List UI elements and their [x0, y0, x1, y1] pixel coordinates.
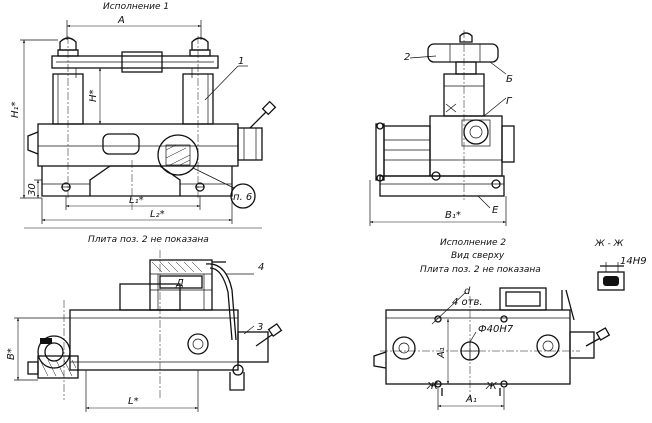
callout-position-2: 2 — [404, 52, 410, 63]
dim-a1-horizontal-label: А₁ — [465, 394, 477, 405]
dim-d-label: d — [464, 286, 471, 297]
callout-position-3: 3 — [257, 322, 263, 333]
section-zh-zh: 14Н9 — [597, 256, 647, 291]
callout-zh-left: Ж — [426, 381, 439, 392]
callout-zh-right: Ж — [485, 381, 498, 392]
callout-position-1: 1 — [238, 56, 244, 67]
caption-plate-note-2: Плита поз. 2 не показана — [420, 265, 541, 275]
caption-variant-2: Исполнение 2 — [440, 238, 506, 248]
caption-plate-note-1: Плита поз. 2 не показана — [88, 235, 209, 245]
dim-holes-label: 4 отв. — [452, 297, 483, 308]
dim-h-label: Н* — [88, 89, 99, 102]
dim-bore-label: Ф40Н7 — [478, 324, 514, 335]
callout-position-4: 4 — [258, 262, 264, 273]
view-side-variant-1: 2 Б Г Е В₁* — [369, 30, 515, 226]
dim-30-label: 30 — [27, 183, 38, 196]
caption-section: Ж - Ж — [594, 239, 624, 249]
callout-g: Г — [506, 96, 513, 107]
dim-l2-label: L₂* — [150, 209, 165, 220]
view-front-variant-1: А — [10, 15, 277, 229]
dim-a-label: А — [117, 15, 125, 26]
caption-top-view: Вид сверху — [451, 251, 505, 261]
callout-ref-p6: п. 6 — [233, 192, 252, 203]
dim-l-label: L* — [128, 396, 139, 407]
dim-b-label: В* — [6, 348, 17, 360]
dim-h1-label: Н₁* — [10, 101, 21, 118]
view-plan-left: Д В* — [6, 250, 283, 412]
dim-fit-label: 14Н9 — [620, 256, 647, 267]
view-plan-variant-2: Ж Ж d 4 отв. Ф40Н7 А₁ А₁ — [373, 286, 611, 410]
caption-variant-1: Исполнение 1 — [103, 2, 169, 12]
dim-a1-vertical-label: А₁ — [436, 347, 447, 359]
dim-l1-label: L₁* — [129, 195, 144, 206]
callout-b: Б — [506, 74, 513, 85]
callout-e: Е — [492, 205, 499, 216]
dim-b1-label: В₁* — [445, 210, 461, 221]
